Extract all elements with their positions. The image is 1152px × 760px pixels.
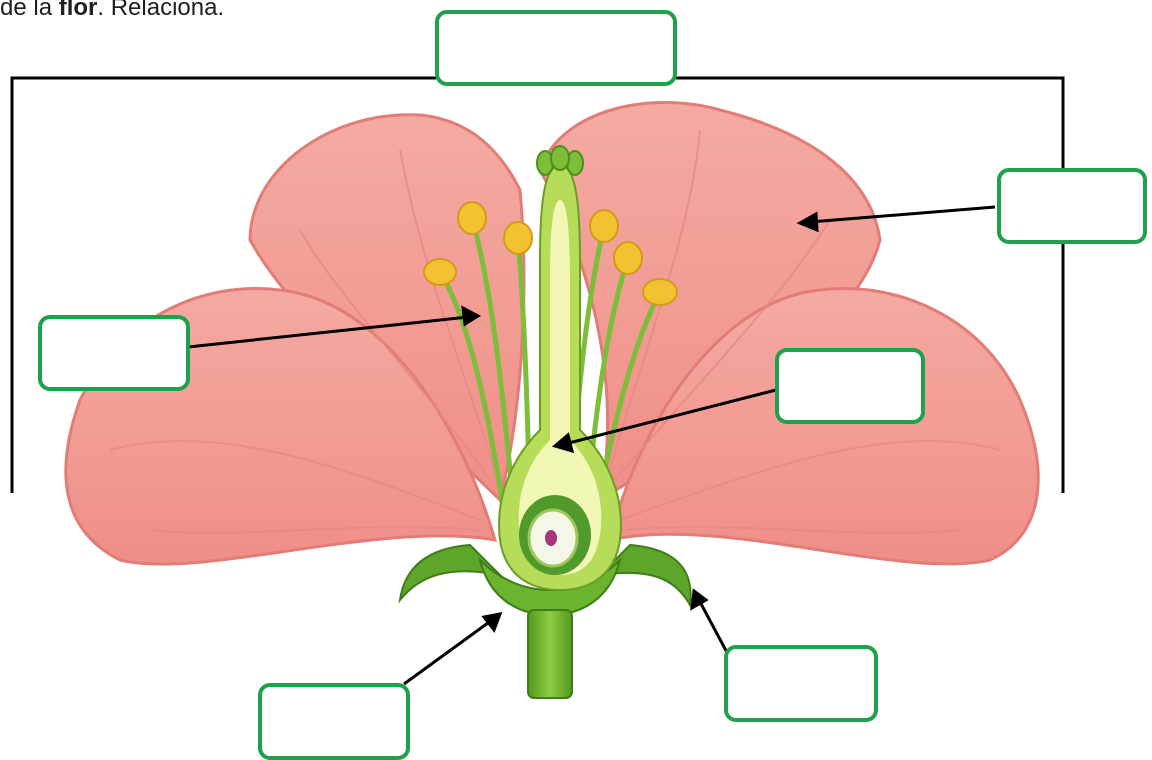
- label-box-pistil[interactable]: [775, 348, 925, 424]
- label-box-receptacle[interactable]: [258, 683, 410, 760]
- label-box-petal[interactable]: [997, 168, 1147, 244]
- label-box-flower[interactable]: [435, 10, 677, 86]
- label-box-stamen[interactable]: [38, 315, 190, 391]
- label-box-sepal[interactable]: [724, 645, 878, 722]
